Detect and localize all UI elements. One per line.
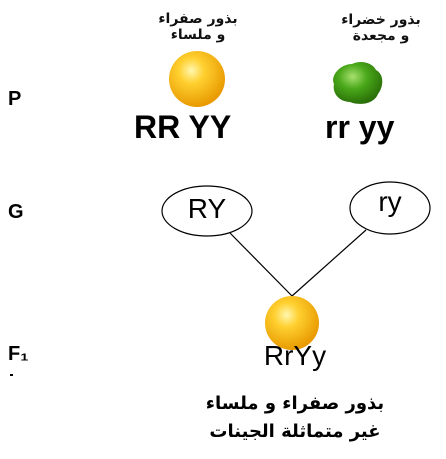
yellow-smooth-seed-icon (169, 51, 225, 107)
parent-left-genotype: RR YY (134, 109, 232, 145)
offspring-caption: بذور صفراء و ملساء غير متماثلة الجينات (205, 393, 385, 442)
parent-right-genotype: rr yy (325, 109, 395, 145)
gamete-left-circle (161, 185, 253, 237)
parent-right-label: بذور خضراء و مجعدة (341, 12, 421, 44)
gamete-left-text: RY (187, 193, 227, 224)
cross-line-right (291, 229, 367, 297)
green-wrinkled-seed-icon (333, 62, 383, 104)
gamete-right-text: ry (378, 186, 402, 217)
row-label-f1: F₁ (8, 343, 29, 365)
f1-tick (10, 374, 13, 376)
offspring-yellow-seed-icon (265, 296, 319, 350)
offspring-genotype: RrYy (263, 340, 327, 371)
gamete-right-circle (349, 181, 431, 235)
cross-line-left (229, 232, 293, 297)
row-label-p: P (8, 88, 22, 110)
parent-left-label: بذور صفراء و ملساء (158, 11, 238, 43)
row-label-g: G (8, 201, 24, 223)
